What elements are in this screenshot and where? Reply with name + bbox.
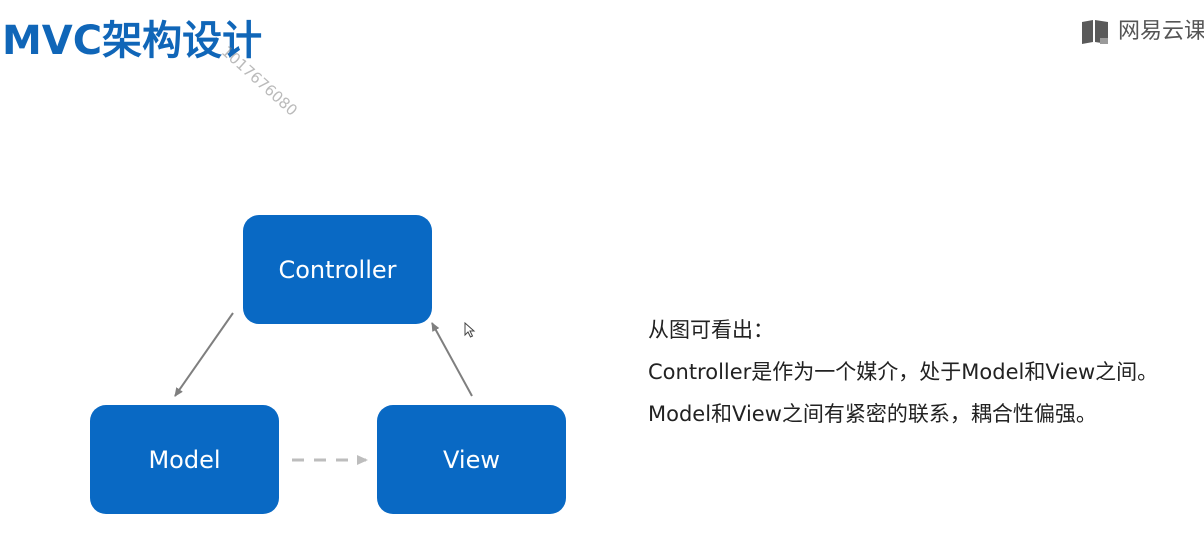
explanation-notes: 从图可看出： Controller是作为一个媒介，处于Model和View之间。…: [648, 309, 1158, 435]
page-title: MVC架构设计: [2, 18, 263, 64]
view-node: View: [377, 405, 566, 514]
brand-logo: 网易云课: [1080, 18, 1204, 46]
book-icon: [1082, 20, 1108, 44]
edge-controller-to-model: [174, 312, 234, 397]
notes-line-1: 从图可看出：: [648, 318, 774, 342]
mouse-cursor-icon: [464, 322, 476, 338]
controller-node: Controller: [243, 215, 432, 324]
brand-name: 网易云课: [1118, 19, 1204, 44]
model-node: Model: [90, 405, 279, 514]
notes-line-2: Controller是作为一个媒介，处于Model和View之间。: [648, 360, 1159, 384]
notes-line-3: Model和View之间有紧密的联系，耦合性偏强。: [648, 402, 1097, 426]
